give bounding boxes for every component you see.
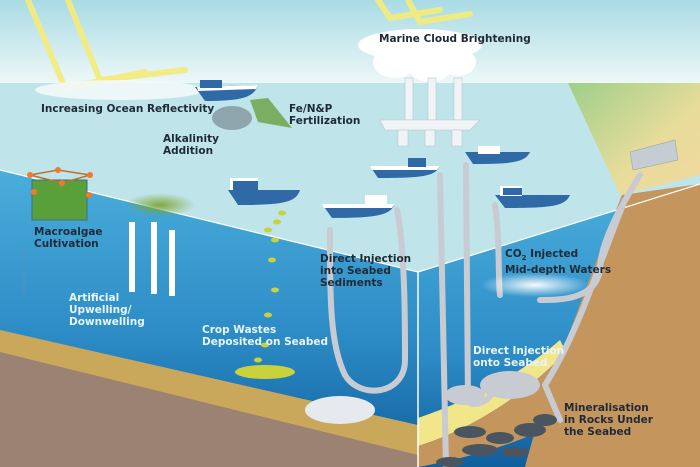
boat-icon (228, 178, 300, 205)
boat-icon (195, 80, 258, 101)
boat-icon (495, 186, 570, 208)
reflective-foam (35, 80, 205, 100)
sky (0, 0, 700, 84)
marine-cloud-icon (358, 29, 482, 82)
coastal-land (568, 83, 700, 195)
seabed-co2-pool (445, 385, 485, 405)
macroalgae-cage-icon (27, 167, 93, 221)
bedrock-left (0, 352, 418, 467)
label-marine-cloud-brightening: Marine Cloud Brightening (379, 33, 531, 45)
midwater-co2-plume (480, 273, 590, 297)
spray-tower-platform-icon (379, 77, 481, 147)
rocks-icon (436, 414, 557, 467)
factory-icon (629, 139, 679, 171)
fertilization-plume (250, 98, 292, 128)
seabed-co2-pool (480, 371, 540, 399)
boat-icon (370, 158, 440, 178)
upwelling-pipes-icon (129, 222, 175, 296)
boat-icon (465, 146, 530, 164)
land-cross-section (525, 184, 700, 467)
boat-icon (322, 195, 395, 218)
alkalinity-particles (212, 106, 252, 130)
upwelling-bloom (125, 193, 195, 217)
image-credit: © GESAMP, Nia Nova (22, 246, 28, 300)
crop-waste-icon (235, 210, 295, 379)
seabed-soil-right (418, 352, 566, 467)
sediment-co2-pocket (305, 396, 375, 424)
boats (195, 80, 570, 218)
label-increasing-ocean-reflectivity: Increasing Ocean Reflectivity (41, 103, 215, 115)
